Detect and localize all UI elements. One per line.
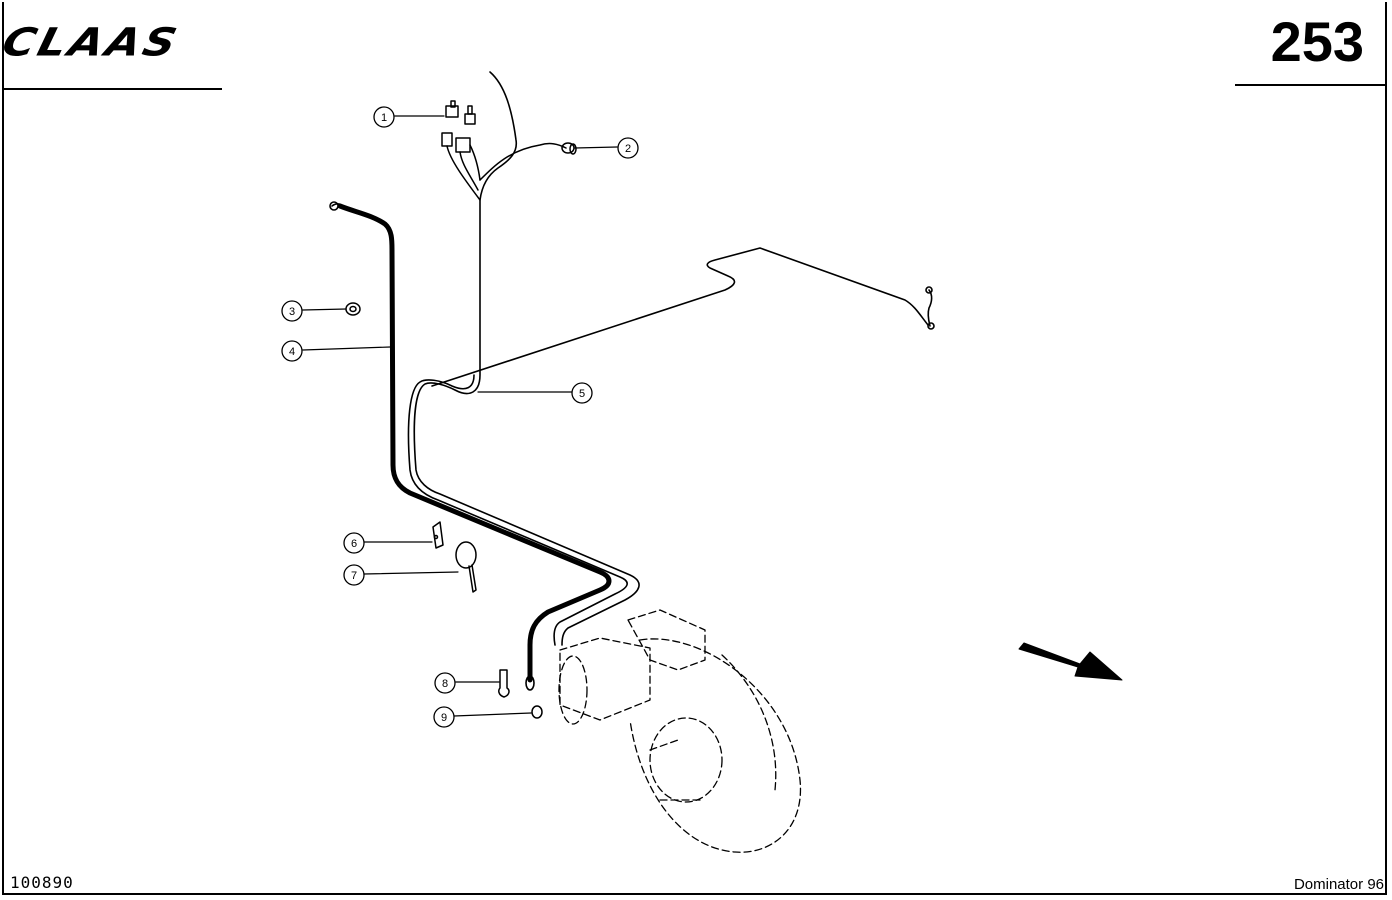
part-3-nut bbox=[345, 302, 361, 316]
callout-3: 3 bbox=[281, 300, 303, 322]
page-number-underline bbox=[1235, 84, 1387, 86]
callout-label-3: 3 bbox=[289, 306, 295, 318]
part-7-cable-tie bbox=[455, 541, 477, 593]
callout-label-1: 1 bbox=[381, 112, 387, 124]
part-6-clip bbox=[432, 521, 444, 549]
callout-label-2: 2 bbox=[625, 143, 631, 155]
callout-label-4: 4 bbox=[289, 346, 295, 358]
cable-4 bbox=[329, 201, 612, 691]
direction-arrow bbox=[1018, 642, 1123, 681]
machine-model: Dominator 96 bbox=[1293, 876, 1384, 893]
harness-5 bbox=[407, 71, 935, 646]
starter-motor-outline bbox=[558, 609, 802, 853]
callout-5: 5 bbox=[571, 382, 593, 404]
callout-9: 9 bbox=[433, 706, 455, 728]
document-id: 100890 bbox=[10, 873, 74, 892]
callout-label-7: 7 bbox=[351, 570, 357, 582]
callout-label-8: 8 bbox=[442, 678, 448, 690]
callout-label-6: 6 bbox=[351, 538, 357, 550]
callout-8: 8 bbox=[434, 672, 456, 694]
part-8-bolt bbox=[498, 669, 510, 698]
callout-1: 1 bbox=[373, 106, 395, 128]
callout-6: 6 bbox=[343, 532, 365, 554]
callout-label-5: 5 bbox=[579, 388, 585, 400]
page-number: 253 bbox=[1270, 10, 1364, 73]
leader-lines bbox=[302, 115, 618, 717]
part-2-plug bbox=[561, 142, 577, 155]
part-9-nut bbox=[531, 705, 543, 719]
part-1-connectors bbox=[441, 100, 567, 201]
callout-2: 2 bbox=[617, 137, 639, 159]
callout-7: 7 bbox=[343, 564, 365, 586]
callout-4: 4 bbox=[281, 340, 303, 362]
logo-underline bbox=[2, 88, 222, 90]
callout-label-9: 9 bbox=[441, 712, 447, 724]
